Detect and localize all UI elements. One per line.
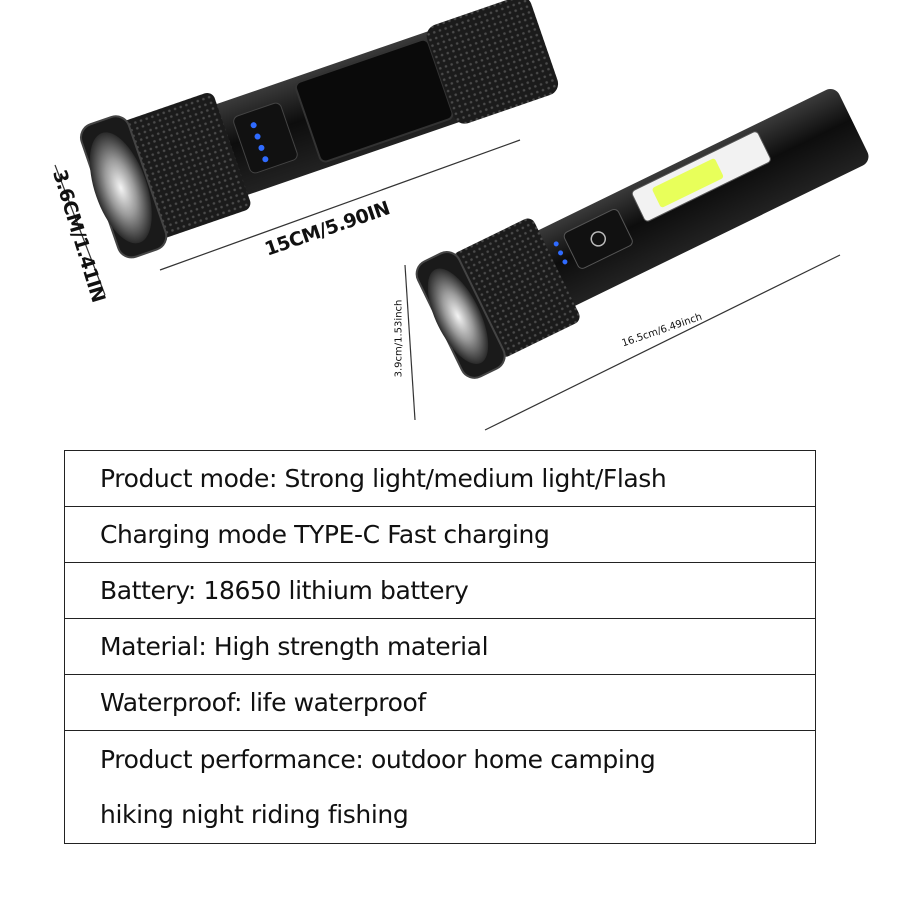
spec-row-performance: Product performance: outdoor home campin…	[65, 731, 815, 843]
flashlight-2	[415, 88, 869, 379]
power-icon	[590, 231, 607, 247]
spec-table: Product mode: Strong light/medium light/…	[64, 450, 816, 844]
indicator-light-icon	[250, 122, 257, 129]
spec-row: Charging mode TYPE-C Fast charging	[65, 507, 815, 563]
spec-text: Waterproof: life waterproof	[100, 688, 426, 717]
dimension-line	[484, 254, 841, 431]
spec-row: Waterproof: life waterproof	[65, 675, 815, 731]
lens-icon	[89, 132, 152, 244]
spec-text: Battery: 18650 lithium battery	[100, 576, 469, 605]
flashlight-illustrations	[54, 0, 869, 431]
spec-row: Battery: 18650 lithium battery	[65, 563, 815, 619]
dimension-line	[159, 139, 521, 271]
spec-text: hiking night riding fishing	[100, 800, 409, 829]
cob-light-icon	[652, 158, 724, 208]
spec-row: Product mode: Strong light/medium light/…	[65, 451, 815, 507]
dimension-line	[404, 264, 416, 421]
spec-text: Charging mode TYPE-C Fast charging	[100, 520, 550, 549]
spec-text: Product mode: Strong light/medium light/…	[100, 464, 667, 493]
spec-text: Material: High strength material	[100, 632, 489, 661]
spec-row: Material: High strength material	[65, 619, 815, 675]
spec-text: Product performance: outdoor home campin…	[100, 745, 656, 774]
dimension-width-label: 3.9cm/1.53inch	[393, 299, 405, 378]
dimension-line	[54, 164, 106, 296]
flashlight-1	[80, 0, 559, 259]
